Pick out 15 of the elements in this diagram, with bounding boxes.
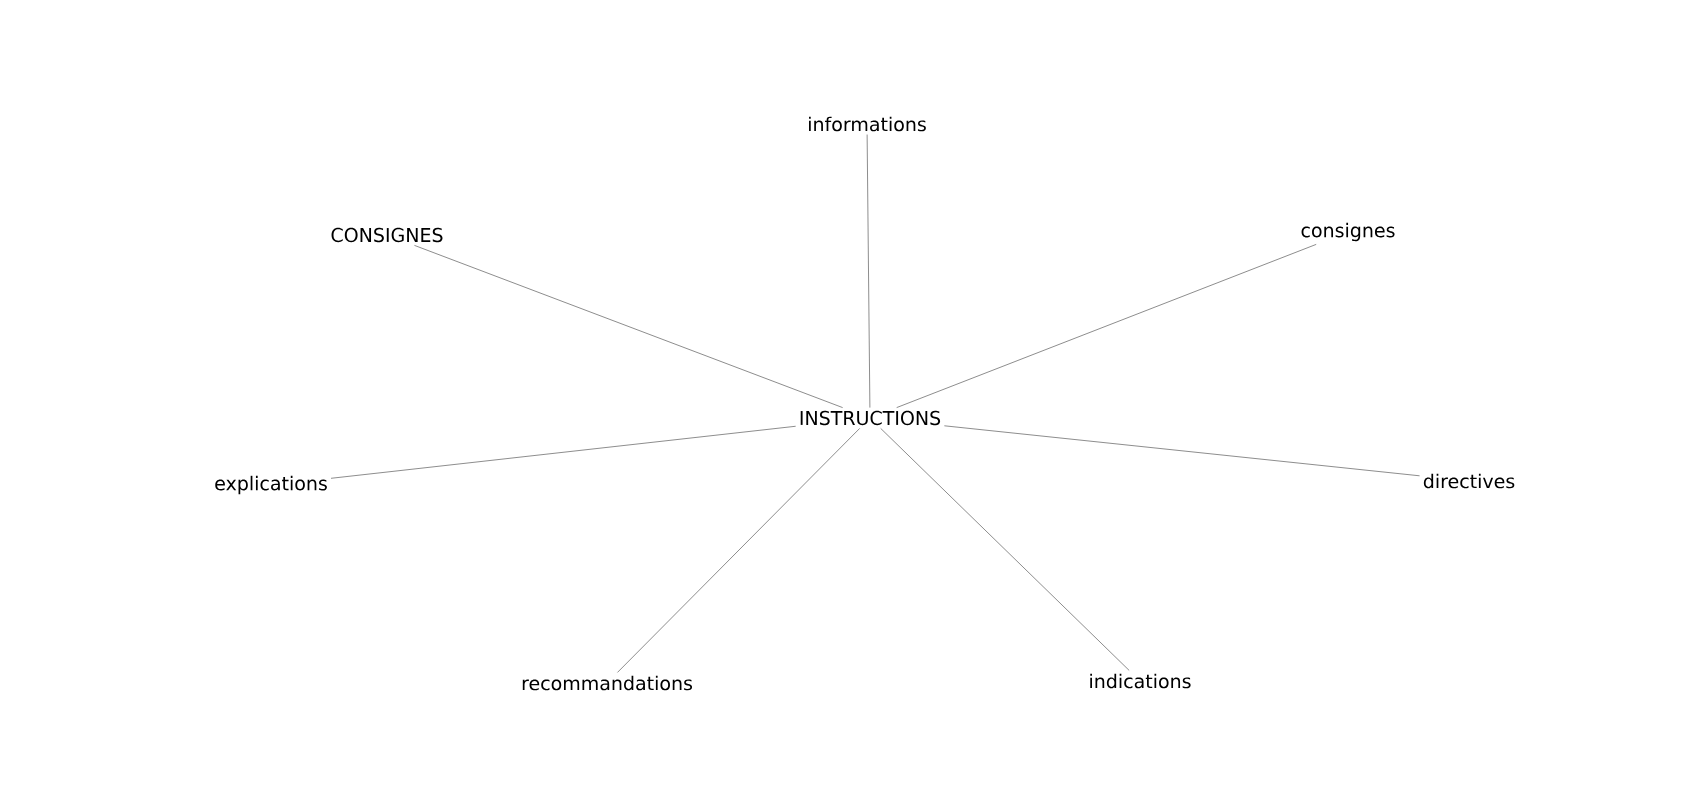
connector-line: [896, 243, 1317, 409]
word-label: explications: [215, 475, 327, 495]
central-word: INSTRUCTIONS: [800, 410, 941, 426]
word-label: CONSIGNES: [331, 227, 443, 243]
connector-line: [413, 244, 844, 409]
word-label: consignes: [1301, 222, 1395, 242]
word-label: directives: [1423, 473, 1515, 489]
connector-line: [617, 427, 861, 673]
word-label: recommandations: [522, 675, 693, 691]
connector-line: [943, 425, 1421, 477]
connector-line: [330, 425, 797, 479]
connector-line: [866, 134, 871, 409]
word-label: informations: [809, 116, 926, 132]
word-label: indications: [1090, 673, 1191, 689]
connector-line: [880, 427, 1130, 671]
